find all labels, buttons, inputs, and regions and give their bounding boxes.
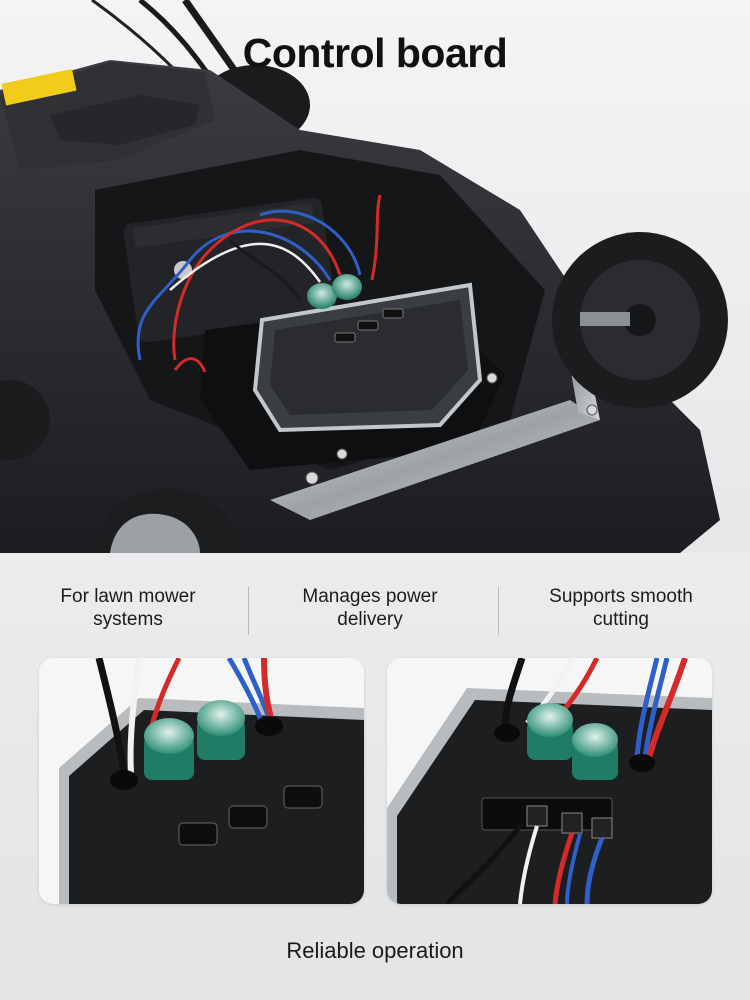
feature-lawn-mower: For lawn mower systems bbox=[3, 585, 253, 631]
detail-image-capacitors bbox=[39, 658, 364, 904]
feature-line: cutting bbox=[593, 609, 649, 630]
lawn-mower-illustration bbox=[0, 0, 728, 553]
connector-closeup bbox=[387, 658, 712, 904]
page-title: Control board bbox=[242, 30, 508, 76]
control-module-closeup bbox=[39, 658, 364, 904]
feature-line: systems bbox=[93, 609, 163, 630]
feature-line: delivery bbox=[337, 609, 403, 630]
feature-smooth-cutting: Supports smooth cutting bbox=[496, 585, 746, 631]
feature-line: Manages power bbox=[302, 586, 438, 607]
feature-line: For lawn mower bbox=[60, 586, 196, 607]
feature-divider bbox=[248, 587, 249, 635]
bottom-caption: Reliable operation bbox=[286, 938, 464, 963]
detail-image-connectors bbox=[387, 658, 712, 904]
feature-power-delivery: Manages power delivery bbox=[245, 585, 495, 631]
hero-image: Control board bbox=[0, 0, 750, 553]
features-section: For lawn mower systems Manages power del… bbox=[0, 553, 750, 1000]
feature-line: Supports smooth bbox=[549, 586, 693, 607]
feature-divider bbox=[498, 587, 499, 635]
